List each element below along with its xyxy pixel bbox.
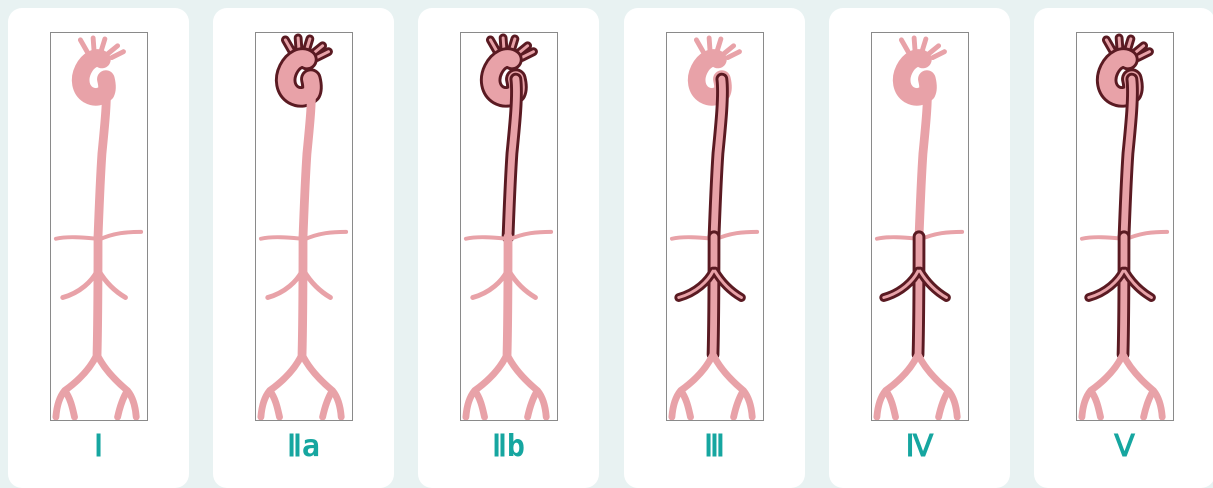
aorta-frame bbox=[666, 32, 764, 421]
aorta-illustration bbox=[461, 33, 557, 420]
iliac-arteries bbox=[56, 354, 136, 417]
panel-type-5: Ⅴ bbox=[1034, 8, 1213, 488]
aorta-frame bbox=[1076, 32, 1174, 421]
aorta-illustration bbox=[667, 33, 763, 420]
aorta-illustration bbox=[256, 33, 352, 420]
abdominal-aorta bbox=[1123, 237, 1124, 355]
panel-type-4: Ⅳ bbox=[829, 8, 1010, 488]
abdominal-aorta bbox=[507, 237, 508, 355]
abdominal-aorta bbox=[97, 237, 98, 355]
abdominal-aorta bbox=[713, 237, 714, 355]
aorta-frame bbox=[460, 32, 558, 421]
panel-type-2b: Ⅱb bbox=[418, 8, 599, 488]
panel-label: Ⅴ bbox=[1034, 432, 1213, 462]
panel-label: Ⅱb bbox=[418, 432, 599, 462]
iliac-arteries bbox=[466, 354, 546, 417]
iliac-arteries bbox=[1082, 354, 1162, 417]
iliac-arteries bbox=[672, 354, 752, 417]
abdominal-aorta-lumen bbox=[918, 237, 919, 355]
panel-type-3: Ⅲ bbox=[624, 8, 805, 488]
abdominal-aorta bbox=[302, 237, 303, 355]
panel-label: Ⅱa bbox=[213, 432, 394, 462]
aorta-illustration bbox=[872, 33, 968, 420]
panel-label: Ⅳ bbox=[829, 432, 1010, 462]
aorta-frame bbox=[50, 32, 148, 421]
aorta-illustration bbox=[1077, 33, 1173, 420]
abdominal-aorta-lumen bbox=[1123, 237, 1124, 355]
panel-label: Ⅲ bbox=[624, 432, 805, 462]
panel-type-2a: Ⅱa bbox=[213, 8, 394, 488]
aorta-illustration bbox=[51, 33, 147, 420]
iliac-arteries bbox=[877, 354, 957, 417]
abdominal-aorta bbox=[918, 237, 919, 355]
abdominal-aorta-lumen bbox=[713, 237, 714, 355]
panel-label: Ⅰ bbox=[8, 432, 189, 462]
iliac-arteries bbox=[261, 354, 341, 417]
panel-type-1: Ⅰ bbox=[8, 8, 189, 488]
aorta-frame bbox=[871, 32, 969, 421]
aorta-frame bbox=[255, 32, 353, 421]
